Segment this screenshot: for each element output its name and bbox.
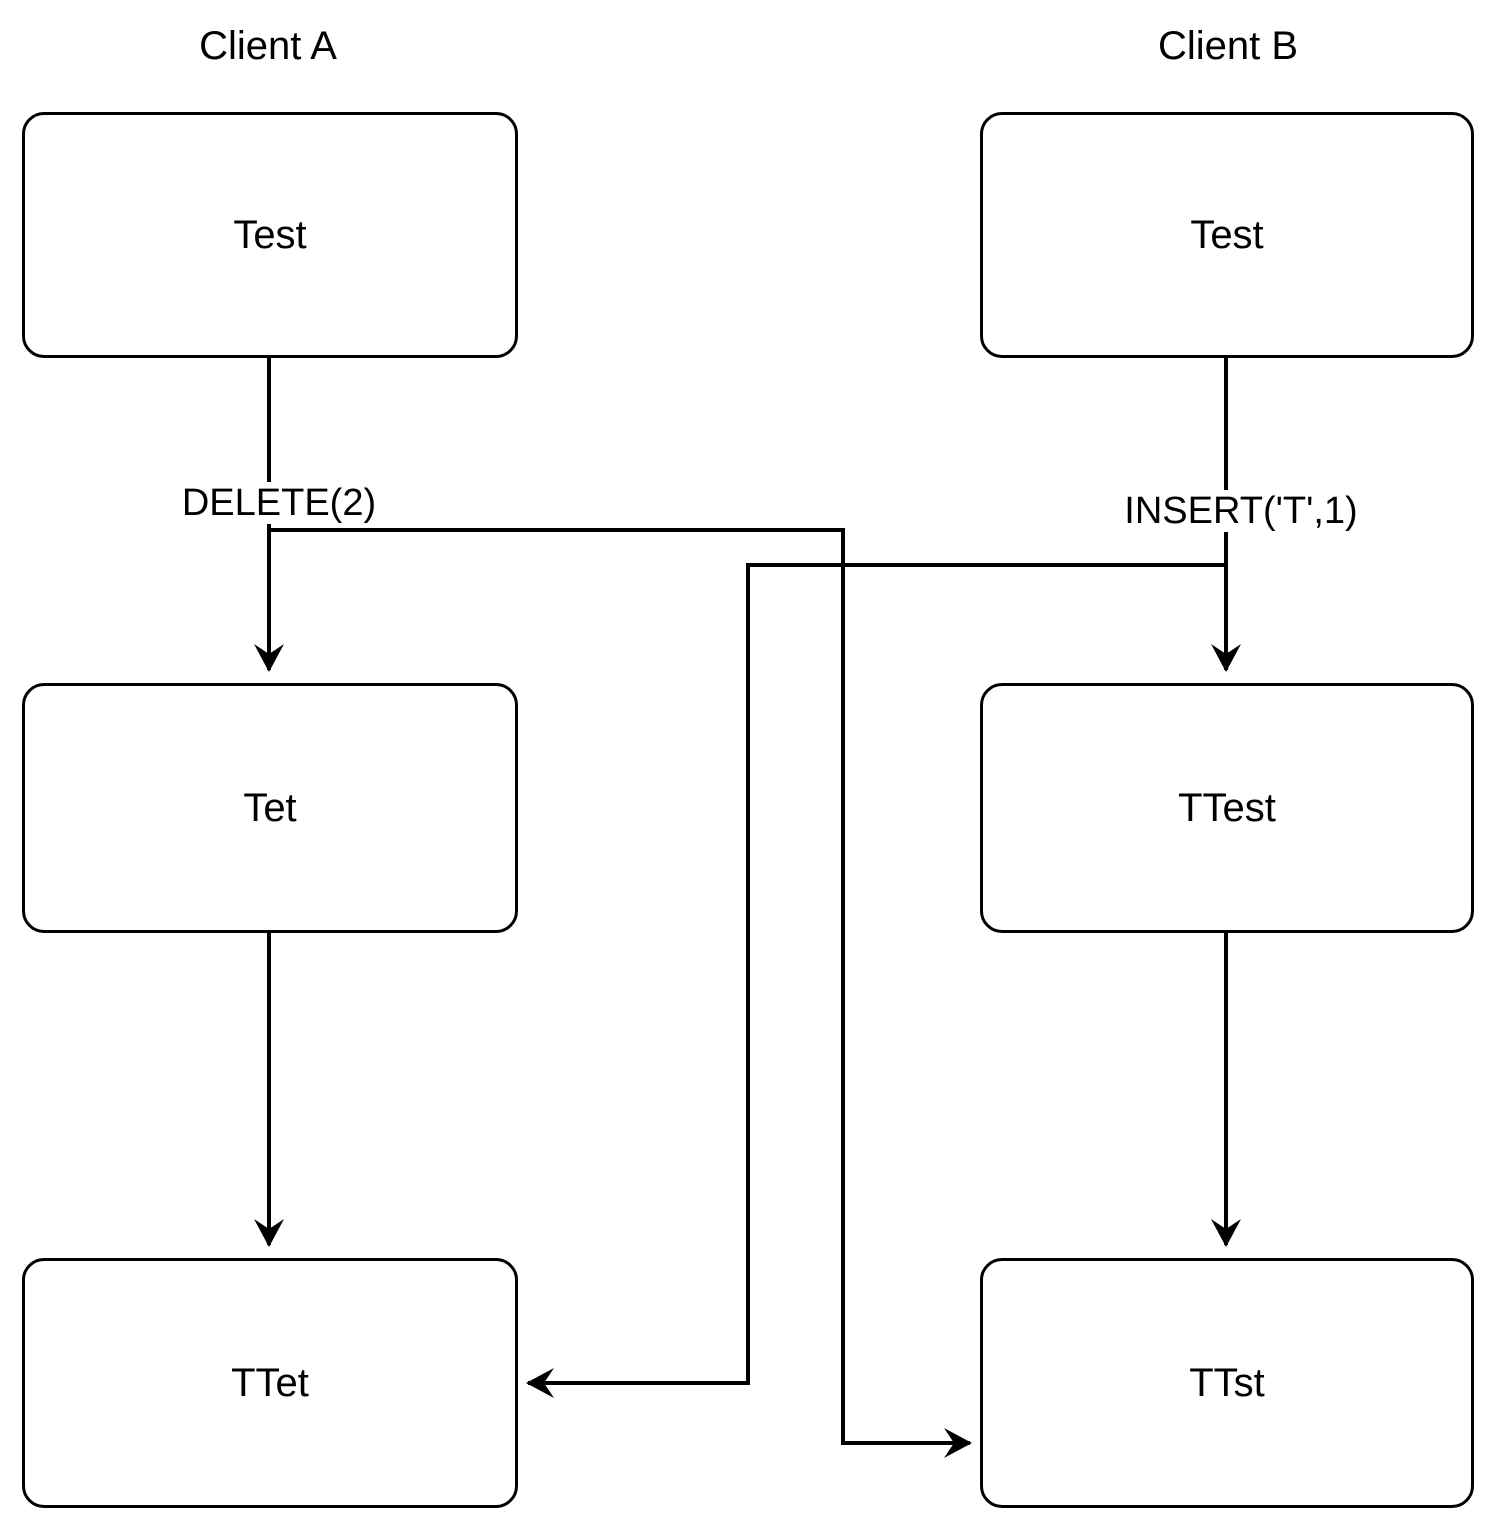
node-label: Tet bbox=[243, 786, 297, 830]
arrowhead-b-ttest bbox=[1211, 644, 1241, 672]
arrowhead-a-tet bbox=[254, 644, 284, 672]
edge-cross-a-to-b bbox=[269, 528, 970, 1445]
node-label: TTst bbox=[1189, 1361, 1265, 1405]
node-b-state-1[interactable]: TTest bbox=[980, 683, 1474, 933]
node-a-state-1[interactable]: Tet bbox=[22, 683, 518, 933]
node-label: TTest bbox=[1178, 786, 1276, 830]
node-a-state-2[interactable]: TTet bbox=[22, 1258, 518, 1508]
arrowhead-b-ttst bbox=[1211, 1219, 1241, 1247]
column-title-client-b: Client B bbox=[1157, 24, 1299, 68]
arrowhead-cross-a-to-b bbox=[944, 1428, 972, 1458]
column-title-client-a: Client A bbox=[199, 24, 337, 68]
node-b-state-2[interactable]: TTst bbox=[980, 1258, 1474, 1508]
node-b-state-0[interactable]: Test bbox=[980, 112, 1474, 358]
arrowhead-a-ttet bbox=[254, 1219, 284, 1247]
arrowhead-cross-b-to-a bbox=[526, 1368, 554, 1398]
edge-label-insert: INSERT('T',1) bbox=[1120, 490, 1362, 532]
node-label: TTet bbox=[231, 1361, 309, 1405]
edge-label-delete: DELETE(2) bbox=[177, 482, 381, 524]
edge-cross-b-to-a bbox=[528, 563, 1226, 1385]
node-label: Test bbox=[233, 213, 307, 257]
node-a-state-0[interactable]: Test bbox=[22, 112, 518, 358]
node-label: Test bbox=[1190, 213, 1264, 257]
